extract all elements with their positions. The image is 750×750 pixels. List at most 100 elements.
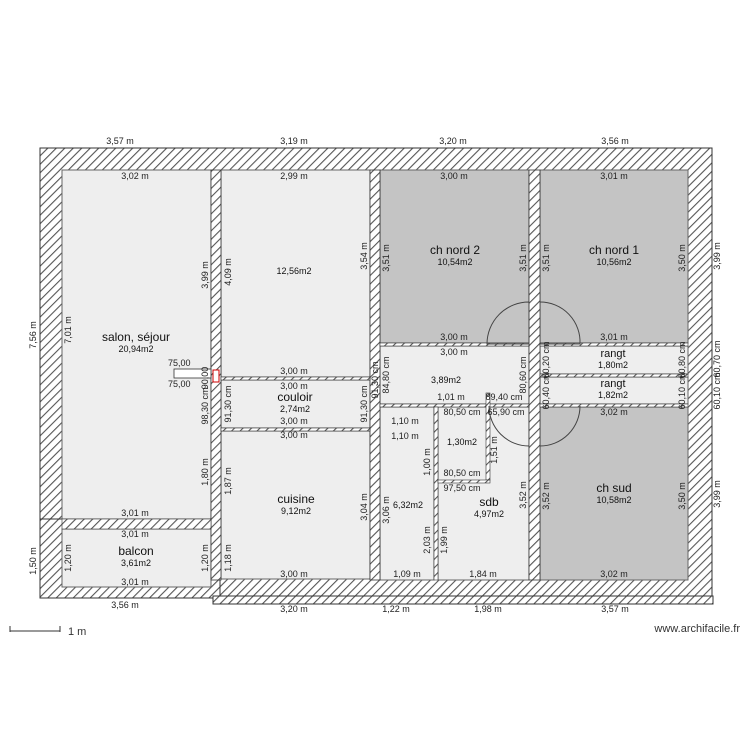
- wc-dim-b: 65,90 cm: [487, 407, 524, 417]
- salon-area: 20,94m2: [118, 344, 153, 354]
- dim-bottom-2: 3,20 m: [280, 604, 308, 614]
- room2-dim-left: 4,09 m: [223, 258, 233, 286]
- chs-dim-top: 3,02 m: [600, 407, 628, 417]
- balcon-area: 3,61m2: [121, 558, 151, 568]
- chn2-name: ch nord 2: [430, 243, 480, 257]
- scale-label: 1 m: [68, 626, 86, 638]
- balcon-dim-bottom: 3,01 m: [121, 577, 149, 587]
- salon-name: salon, séjour: [102, 330, 170, 344]
- room-6-32: [379, 406, 435, 581]
- chn1-dim-bottom: 3,01 m: [600, 332, 628, 342]
- hall-dim-c: 1,10 m: [391, 416, 419, 426]
- chn1-dim-right: 3,50 m: [677, 244, 687, 272]
- chn2-dim-right: 3,51 m: [518, 244, 528, 272]
- rangt1-area: 1,80m2: [598, 360, 628, 370]
- dim-bottom-3: 1,22 m: [382, 604, 410, 614]
- dim-right-1: 3,99 m: [712, 242, 722, 270]
- dim-right-2: 60,70 cm: [712, 340, 722, 377]
- sdb-area: 4,97m2: [474, 509, 504, 519]
- chs-dim-bottom: 3,02 m: [600, 569, 628, 579]
- room-12-56: [220, 169, 371, 378]
- salon-wall-dim: 98,30 cm: [200, 387, 210, 424]
- wc-dim-f: 1,51 m: [489, 436, 499, 464]
- rangt2-dim-left: 60,40 cm: [541, 372, 551, 409]
- credit-text[interactable]: www.archifacile.fr: [653, 623, 740, 635]
- rangt1-name: rangt: [600, 348, 625, 360]
- room632-area: 6,32m2: [393, 500, 423, 510]
- room632-dim-left: 3,06 m: [381, 496, 391, 524]
- chn1-name: ch nord 1: [589, 243, 639, 257]
- hall-dim-d: 1,10 m: [391, 431, 419, 441]
- couloir-name: couloir: [277, 390, 312, 404]
- dim-right-4: 3,99 m: [712, 480, 722, 508]
- rangt1-dim-left: 60,20 cm: [541, 341, 551, 378]
- room632-dim-bottom: 1,09 m: [393, 569, 421, 579]
- chn1-dim-left: 3,51 m: [541, 244, 551, 272]
- couloir-dim-bottom: 3,00 m: [280, 416, 308, 426]
- chs-dim-right: 3,50 m: [677, 482, 687, 510]
- room2-dim-right: 3,54 m: [359, 242, 369, 270]
- dim-top-1: 3,57 m: [106, 136, 134, 146]
- couloir-dim-top: 3,00 m: [280, 381, 308, 391]
- dim-right-3: 60,10 cm: [712, 372, 722, 409]
- rangt1-dim-right: 60,80 cm: [677, 341, 687, 378]
- room-rangt-2: [539, 376, 689, 405]
- wc-dim-c: 80,50 cm: [443, 468, 480, 478]
- room2-dim-top: 2,99 m: [280, 171, 308, 181]
- chs-area: 10,58m2: [596, 495, 631, 505]
- hall-dim-a: 1,01 m: [437, 392, 465, 402]
- salon-dim-left: 7,01 m: [63, 316, 73, 344]
- cuisine-dim-right: 3,04 m: [359, 493, 369, 521]
- hall-dim-b: 89,40 cm: [485, 392, 522, 402]
- room-salon: [61, 169, 212, 520]
- chn2-dim-left: 3,51 m: [381, 244, 391, 272]
- room2-dim-bottom: 3,00 m: [280, 366, 308, 376]
- dim-top-3: 3,20 m: [439, 136, 467, 146]
- salon-dim-right: 3,99 m: [200, 261, 210, 289]
- hall-left-gap: 91,30 cm: [370, 361, 380, 398]
- hall-area: 3,89m2: [431, 375, 461, 385]
- scale-bar: [9, 626, 61, 632]
- chn2-dim-bottom: 3,00 m: [440, 332, 468, 342]
- sdb-name: sdb: [479, 495, 499, 509]
- dim-top-4: 3,56 m: [601, 136, 629, 146]
- chn1-area: 10,56m2: [596, 257, 631, 267]
- dim-bottom-4: 1,98 m: [474, 604, 502, 614]
- chn2-dim-top: 3,00 m: [440, 171, 468, 181]
- balcon-name: balcon: [118, 544, 153, 558]
- cuisine-dim-left2: 1,18 m: [223, 544, 233, 572]
- dim-bottom-1: 3,56 m: [111, 600, 139, 610]
- room-ch-nord-2: [379, 169, 530, 344]
- dim-bottom-5: 3,57 m: [601, 604, 629, 614]
- sdb-dim-right: 3,52 m: [518, 481, 528, 509]
- couloir-dim-right: 91,30 cm: [359, 385, 369, 422]
- sdb-dim-bottom: 1,84 m: [469, 569, 497, 579]
- cuisine-area: 9,12m2: [281, 506, 311, 516]
- balcon-dim-right: 1,20 m: [200, 544, 210, 572]
- wc-dim-a: 80,50 cm: [443, 407, 480, 417]
- cuisine-name: cuisine: [277, 492, 315, 506]
- wc-dim-d: 97,50 cm: [443, 483, 480, 493]
- room-couloir: [220, 379, 371, 429]
- chs-dim-left: 3,52 m: [541, 482, 551, 510]
- room-balcon: [61, 528, 212, 588]
- chs-name: ch sud: [596, 481, 631, 495]
- window-dim-a: 75,00: [168, 358, 191, 368]
- dim-left-2: 1,50 m: [28, 547, 38, 575]
- salon-gap-dim: 1,80 m: [200, 458, 210, 486]
- hall-dim-left: 84,80 cm: [381, 356, 391, 393]
- rangt2-name: rangt: [600, 378, 625, 390]
- rangt2-area: 1,82m2: [598, 390, 628, 400]
- window-dim-b: 75,00: [168, 379, 191, 389]
- hall-dim-right: 80,60 cm: [518, 356, 528, 393]
- room-ch-sud: [539, 406, 689, 581]
- room-sdb: [437, 406, 530, 581]
- cuisine-dim-bottom: 3,00 m: [280, 569, 308, 579]
- balcon-dim-top: 3,01 m: [121, 529, 149, 539]
- balcon-dim-left: 1,20 m: [63, 544, 73, 572]
- room632-dim-right: 2,03 m: [422, 526, 432, 554]
- window-dim-tiny: 90,00: [200, 367, 210, 390]
- chn1-dim-top: 3,01 m: [600, 171, 628, 181]
- room-cuisine: [220, 430, 371, 580]
